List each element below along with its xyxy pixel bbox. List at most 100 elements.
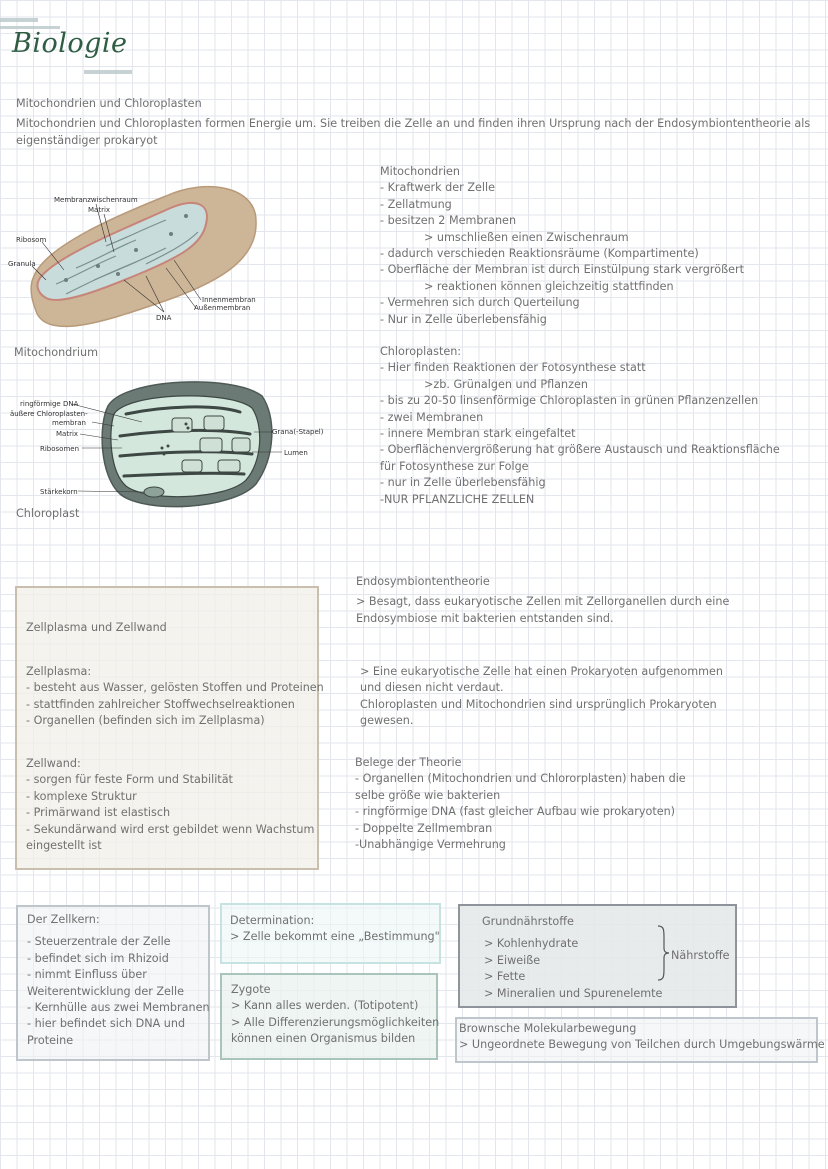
mito-line: > umschließen einen Zwischenraum — [424, 230, 629, 244]
label-ribosom: Ribosom — [16, 236, 46, 244]
label-innenmembran: Innenmembran — [202, 296, 256, 304]
title-decoration-bottom — [84, 70, 132, 74]
endo-line: > Besagt, dass eukaryotische Zellen mit … — [356, 595, 730, 609]
zellkern-line: Weiterentwicklung der Zelle — [27, 984, 185, 998]
intro-heading: Mitochondrien und Chloroplasten — [16, 97, 202, 110]
chloro-line: - Oberflächenvergrößerung hat größere Au… — [380, 443, 780, 457]
zellplasma-section: Zellplasma: - besteht aus Wasser, gelöst… — [26, 664, 324, 730]
zellkern-content: Der Zellkern: - Steuerzentrale der Zelle… — [27, 912, 210, 1049]
chloro-heading: Chloroplasten: — [380, 345, 462, 358]
zygote-box — [220, 973, 438, 1060]
chloro-line: - nur in Zelle überlebensfähig — [380, 476, 546, 490]
zellwand-section: Zellwand: - sorgen für feste Form und St… — [26, 756, 314, 854]
label-aeussere-membran: äußere Chloroplasten- — [10, 410, 88, 418]
grundnaehrstoffe-box — [458, 904, 737, 1008]
zellkern-line: - Steuerzentrale der Zelle — [27, 935, 171, 949]
chloro-line: - zwei Membranen — [380, 410, 484, 424]
chloroplast-notes: Chloroplasten: - Hier finden Reaktionen … — [380, 344, 780, 508]
label-grana: Grana(-Stapel) — [272, 428, 324, 436]
zellkern-line: - befindet sich im Rhizoid — [27, 951, 169, 965]
endo-line: gewesen. — [360, 714, 414, 728]
zellkern-line: Proteine — [27, 1033, 74, 1047]
mitochondria-notes: Mitochondrien - Kraftwerk der Zelle - Ze… — [380, 164, 744, 328]
mito-line: - besitzen 2 Membranen — [380, 214, 517, 228]
brownsche-line: > Ungeordnete Bewegung von Teilchen durc… — [459, 1038, 825, 1052]
mito-line: - Oberfläche der Membran ist durch Einst… — [380, 263, 745, 277]
zellwand-line: - Sekundärwand wird erst gebildet wenn W… — [26, 822, 315, 836]
intro-section: Mitochondrien und Chloroplasten Mitochon… — [16, 96, 810, 149]
chloro-line: - innere Membran stark eingefaltet — [380, 427, 576, 441]
mito-line: - Vermehren sich durch Querteilung — [380, 296, 580, 310]
label-granula: Granula — [8, 260, 36, 268]
zygote-line: > Alle Differenzierungsmöglichkeiten — [231, 1015, 440, 1029]
chloro-line: >zb. Grünalgen und Pflanzen — [424, 377, 588, 391]
zygote-line: > Kann alles werden. (Totipotent) — [231, 999, 419, 1013]
grund-item: > Fette — [484, 970, 526, 984]
mito-line: > reaktionen können gleichzeitig stattfi… — [424, 279, 674, 293]
intro-line: Mitochondrien und Chloroplasten formen E… — [16, 117, 811, 131]
endo-line: Chloroplasten und Mitochondrien sind urs… — [360, 697, 717, 711]
zellwand-line: - Primärwand ist elastisch — [26, 806, 171, 820]
endosymbiont-section: Endosymbiontentheorie > Besagt, dass euk… — [356, 574, 729, 627]
endo-line: > Eine eukaryotische Zelle hat einen Pro… — [360, 665, 723, 678]
zellwand-line: - sorgen für feste Form und Stabilität — [26, 773, 233, 787]
belege-line: - Doppelte Zellmembran — [355, 821, 493, 835]
label-staerkekorn: Stärkekorn — [40, 488, 78, 496]
zellwand-heading: Zellwand: — [26, 757, 81, 770]
chloroplast-caption: Chloroplast — [16, 507, 80, 520]
mito-heading: Mitochondrien — [380, 165, 460, 178]
zellkern-line: - hier befindet sich DNA und — [27, 1017, 186, 1031]
mitochondrium-caption: Mitochondrium — [14, 346, 98, 359]
title-decoration-top — [0, 18, 38, 22]
chloro-line: für Fotosynthese zur Folge — [380, 459, 529, 473]
zygote-heading: Zygote — [231, 983, 271, 996]
zellwand-line: eingestellt ist — [26, 839, 102, 853]
zygote-line: können einen Organismus bilden — [231, 1032, 416, 1046]
label-matrix: Matrix — [88, 206, 110, 214]
label-membranzwischenraum: Membranzwischenraum — [54, 196, 138, 204]
zygote-content: Zygote > Kann alles werden. (Totipotent)… — [231, 982, 439, 1048]
zellwand-line: - komplexe Struktur — [26, 789, 137, 803]
zellkern-line: - Kernhülle aus zwei Membranen — [27, 1001, 210, 1015]
label-ribosomen: Ribosomen — [40, 445, 79, 453]
endo-line: Endosymbiose mit bakterien entstanden si… — [356, 611, 614, 625]
brownsche-heading: Brownsche Molekularbewegung — [459, 1022, 637, 1035]
belege-line: - Organellen (Mitochondrien und Chlororp… — [355, 772, 686, 786]
brownsche-content: Brownsche Molekularbewegung > Ungeordnet… — [459, 1021, 825, 1054]
curly-brace-icon — [657, 925, 670, 981]
zellplasma-content: Zellplasma und Zellwand — [26, 620, 167, 636]
mitochondrion-illustration: Membranzwischenraum Matrix Ribosom Granu… — [8, 185, 257, 328]
zellplasma-line: - stattfinden zahlreicher Stoffwechselre… — [26, 697, 295, 711]
zellplasma-box-heading: Zellplasma und Zellwand — [26, 621, 167, 634]
mito-line: - dadurch verschieden Reaktionsräume (Ko… — [380, 247, 699, 261]
belege-section: Belege der Theorie - Organellen (Mitocho… — [355, 755, 686, 853]
brownsche-box — [455, 1017, 818, 1063]
chloro-line: -NUR PFLANZLICHE ZELLEN — [380, 492, 535, 506]
mito-line: - Zellatmung — [380, 197, 452, 211]
mito-line: - Kraftwerk der Zelle — [380, 181, 495, 195]
zellplasma-heading: Zellplasma: — [26, 665, 92, 678]
label-matrix-chloro: Matrix — [56, 430, 78, 438]
endo-line: und diesen nicht verdaut. — [360, 681, 504, 695]
chloroplast-illustration: ringförmige DNA äußere Chloroplasten- me… — [10, 381, 324, 508]
zellkern-heading: Der Zellkern: — [27, 913, 100, 926]
grund-heading: Grundnährstoffe — [482, 915, 574, 928]
endo-paragraph-2: > Eine eukaryotische Zelle hat einen Pro… — [360, 664, 723, 730]
belege-line: - ringförmige DNA (fast gleicher Aufbau … — [355, 805, 676, 819]
zellplasma-line: - Organellen (befinden sich im Zellplasm… — [26, 714, 265, 728]
grund-item: > Kohlenhydrate — [484, 937, 579, 951]
label-aussenmembran: Außenmembran — [194, 304, 250, 312]
label-ringfoermige-dna: ringförmige DNA — [20, 400, 79, 408]
grund-item: > Mineralien und Spurenelemte — [484, 986, 663, 1000]
label-membran: membran — [52, 419, 86, 427]
zellplasma-zellwand-box — [15, 586, 319, 870]
belege-line: -Unabhängige Vermehrung — [355, 838, 506, 852]
label-dna: DNA — [156, 314, 172, 322]
chloro-line: - bis zu 20-50 linsenförmige Chloroplast… — [380, 394, 759, 408]
title-decoration-top-2 — [0, 26, 60, 29]
determination-heading: Determination: — [230, 914, 315, 927]
endo-heading: Endosymbiontentheorie — [356, 575, 490, 588]
zellplasma-line: - besteht aus Wasser, gelösten Stoffen u… — [26, 681, 324, 695]
determination-box — [220, 903, 441, 964]
chloro-line: - Hier finden Reaktionen der Fotosynthes… — [380, 361, 646, 375]
